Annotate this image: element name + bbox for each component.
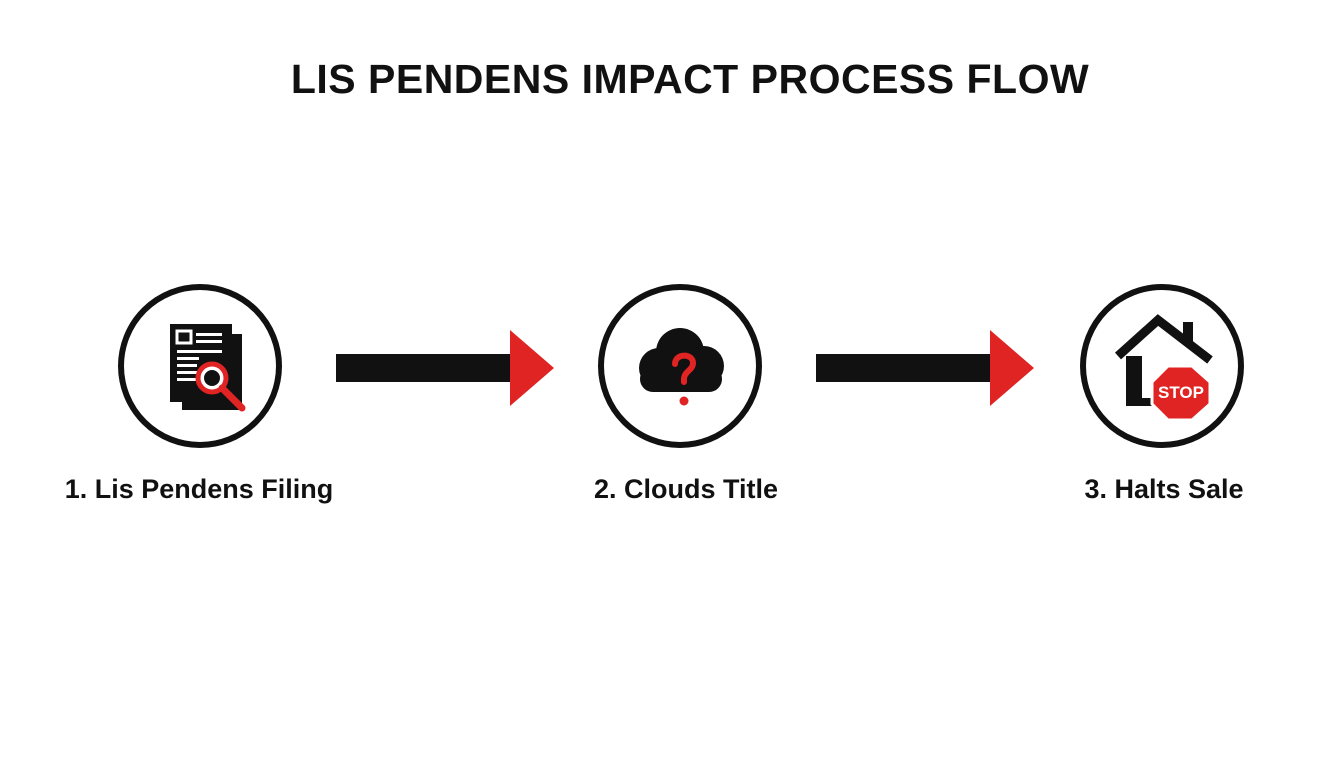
step-2-label: 2. Clouds Title <box>593 474 779 504</box>
document-search-icon <box>170 324 246 412</box>
cloud-question-icon <box>639 328 724 406</box>
step-1-circle <box>118 284 282 448</box>
arrow-1-shaft <box>336 354 526 382</box>
arrow-2-shaft <box>816 354 1006 382</box>
step-2-circle <box>598 284 762 448</box>
step-1-label: 1. Lis Pendens Filing <box>64 474 334 504</box>
step-3-label: 3. Halts Sale <box>1084 474 1244 504</box>
flow-arrow-1 <box>336 330 556 408</box>
stop-sign-text: STOP <box>1158 383 1204 402</box>
step-3-circle: STOP <box>1080 284 1244 448</box>
stop-sign-icon <box>1150 364 1212 422</box>
house-stop-icon: STOP <box>1114 314 1213 422</box>
flow-arrow-2 <box>816 330 1036 408</box>
arrow-1-head <box>510 330 554 406</box>
arrow-2-head <box>990 330 1034 406</box>
diagram-title: LIS PENDENS IMPACT PROCESS FLOW <box>290 56 1090 102</box>
